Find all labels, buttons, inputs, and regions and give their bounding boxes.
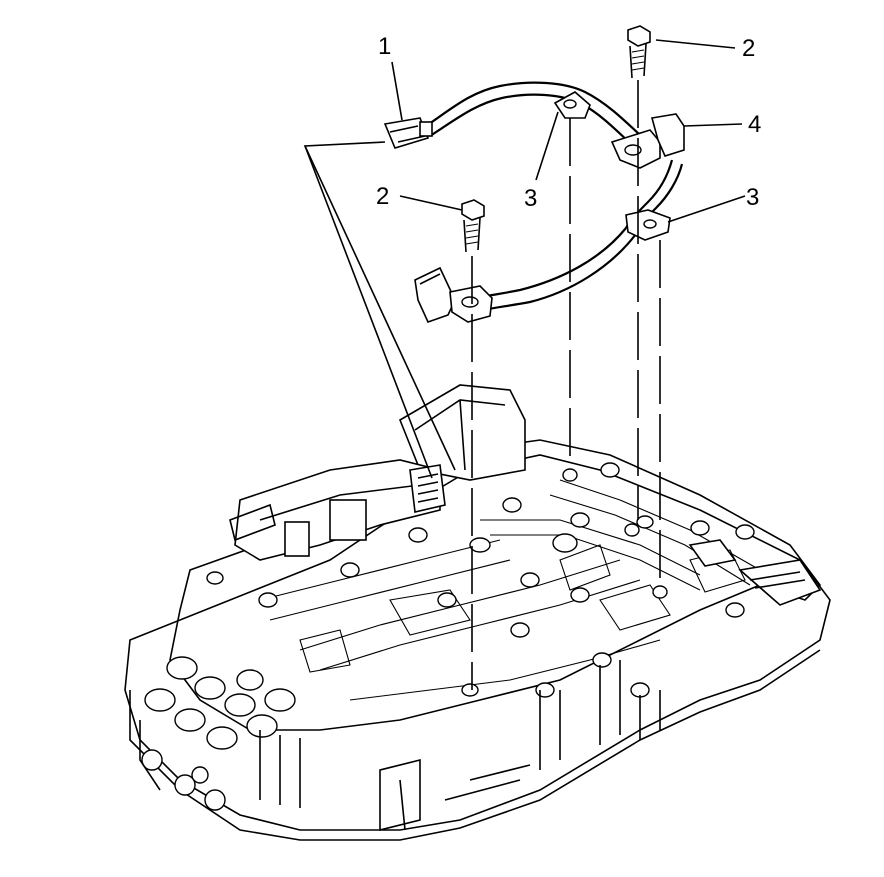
wiring-harness	[425, 81, 684, 312]
callout-clip-left: 3	[524, 185, 537, 212]
alignment-lines	[303, 80, 661, 690]
callout-bolt-upper: 2	[742, 35, 755, 62]
body-bolt-heads	[206, 462, 755, 698]
input-speed-sensor	[414, 266, 493, 323]
speed-sensor	[610, 113, 685, 169]
bolt-lower	[461, 199, 485, 253]
harness-connector	[383, 117, 433, 149]
callout-leaders	[391, 39, 746, 223]
callout-speed-sensor: 4	[748, 111, 761, 138]
harness-clip-left	[553, 91, 591, 119]
callout-clip-right: 3	[746, 184, 759, 211]
harness-clip-right	[625, 209, 671, 241]
valve-body-assembly	[124, 384, 831, 841]
bolt-upper	[627, 25, 651, 79]
bore-array	[144, 656, 296, 750]
callout-labels: 1 2 2 3 3 4	[376, 33, 761, 212]
callout-connector: 1	[378, 33, 391, 60]
callout-bolt-lower: 2	[376, 183, 389, 210]
